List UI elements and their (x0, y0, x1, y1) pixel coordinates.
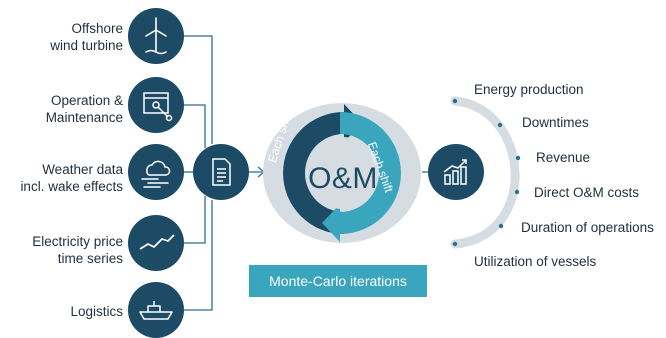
wind-turbine-icon (145, 17, 167, 55)
wrench-window-icon (143, 92, 173, 122)
input-label-line: Weather data (42, 162, 123, 177)
ship-icon (139, 301, 173, 320)
result-circle (428, 144, 484, 200)
weather-circle (128, 144, 184, 200)
output-label: Energy production (474, 82, 584, 97)
output-label: Utilization of vessels (474, 254, 597, 269)
input-label-electricity: Electricity price time series (6, 233, 123, 267)
input-label-line: incl. wake effects (20, 179, 123, 194)
input-label-line: wind turbine (50, 38, 123, 53)
input-label-weather: Weather data incl. wake effects (6, 161, 123, 195)
output-dot-5 (498, 223, 504, 229)
right-arrow-head (322, 204, 340, 242)
input-label-logistics: Logistics (20, 303, 123, 320)
document-icon (212, 158, 231, 186)
price-line-icon (139, 234, 175, 250)
output-dot-2 (497, 122, 503, 128)
om-cycle (263, 103, 421, 243)
output-label: Direct O&M costs (534, 185, 640, 200)
hub-circle (193, 144, 249, 200)
output-label: Downtimes (522, 115, 589, 130)
logistics-circle (128, 282, 184, 338)
electricity-circle (128, 215, 184, 271)
output-dot-3 (515, 155, 521, 161)
monte-carlo-box: Monte-Carlo iterations (249, 265, 427, 297)
connector-turbine (184, 35, 213, 144)
cloud-wind-icon (141, 160, 171, 188)
output-dot-4 (514, 189, 520, 195)
turbine-circle (128, 8, 184, 64)
left-cycle-arrow (283, 112, 344, 234)
output-dot-6 (452, 241, 458, 247)
output-label: Duration of operations (521, 220, 654, 235)
input-label-line: Offshore (71, 21, 123, 36)
connector-logistics (184, 200, 213, 311)
output-dot-1 (452, 98, 458, 104)
cycle-center (306, 137, 378, 209)
output-arc (450, 96, 520, 249)
input-label-line: Electricity price (32, 234, 123, 249)
input-label-line: Maintenance (45, 110, 123, 125)
input-label-maintenance: Operation & Maintenance (20, 92, 123, 126)
connector-electricity (184, 196, 206, 244)
bar-chart-growth-icon (443, 159, 467, 185)
input-label-line: Logistics (70, 304, 123, 319)
input-label-line: time series (57, 251, 123, 266)
input-label-line: Operation & (50, 93, 123, 108)
connector-maintenance (184, 104, 206, 148)
om-center-label: O&M (308, 162, 378, 195)
output-label: Revenue (536, 150, 591, 165)
right-cycle-arrow (340, 112, 401, 234)
input-label-turbine: Offshore wind turbine (20, 20, 123, 54)
maintenance-circle (128, 77, 184, 133)
